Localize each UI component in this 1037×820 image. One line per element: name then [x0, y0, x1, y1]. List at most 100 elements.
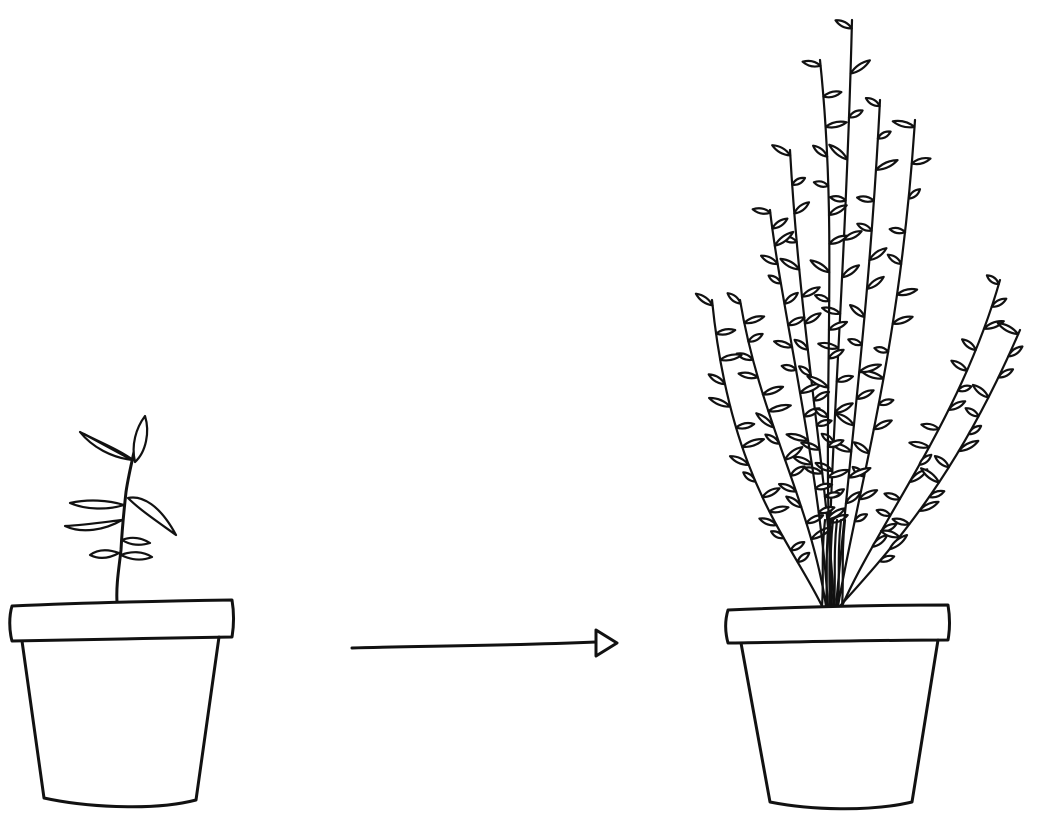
bush-leaf: [792, 178, 805, 185]
mature-pot: [726, 605, 950, 809]
bush-leaf: [736, 423, 754, 429]
arrow-shaft: [352, 642, 596, 648]
bush-leaf: [857, 224, 871, 231]
mature-bush-plant: [696, 20, 1023, 606]
bush-leaf: [859, 365, 881, 372]
bush-leaf: [822, 307, 840, 313]
bush-leaf: [909, 442, 929, 448]
bush-leaf: [890, 228, 905, 233]
seedling-leaf: [128, 497, 176, 535]
mature-pot-rim: [726, 605, 950, 643]
bush-leaf: [835, 403, 853, 412]
bush-leaf: [854, 442, 869, 453]
bush-leaf: [748, 334, 762, 342]
seedling-leaf-vein: [84, 434, 130, 459]
bush-leaf: [791, 467, 805, 476]
bush-leaf: [742, 439, 764, 447]
bush-leaf: [836, 413, 854, 425]
bush-leaf: [842, 265, 859, 277]
seedling-leaf: [70, 501, 124, 509]
bush-leaf: [897, 289, 917, 295]
seedling-leaf: [65, 520, 122, 530]
bush-leaf: [787, 434, 809, 441]
bush-leaf: [851, 60, 870, 73]
seedling-pot-body: [22, 637, 219, 807]
bush-leaf: [772, 219, 787, 229]
bush-leaf: [791, 542, 805, 550]
bush-leaf: [784, 293, 797, 304]
seedling-leaf: [134, 416, 148, 462]
bush-leaf: [837, 376, 853, 382]
bush-leaf: [829, 350, 844, 359]
bush-leaf: [814, 181, 828, 187]
bush-leaf: [951, 361, 967, 371]
bush-leaf: [878, 131, 891, 138]
seedling-pot-rim: [10, 600, 234, 641]
bush-leaf: [998, 323, 1018, 334]
bush-leaf: [805, 313, 821, 323]
bush-leaf: [696, 294, 713, 306]
bush-leaf: [774, 341, 792, 347]
bush-leaf: [813, 146, 827, 157]
bush-leaf: [830, 196, 846, 201]
seedling-leaf: [122, 538, 150, 545]
bush-leaf: [762, 488, 779, 497]
bush-leaf: [772, 145, 790, 155]
bush-leaf: [987, 275, 999, 284]
bush-leaf: [850, 305, 864, 317]
bush-leaf: [874, 420, 892, 429]
bush-leaf: [877, 510, 891, 516]
bush-leaf: [763, 387, 783, 395]
bush-leaf: [919, 455, 931, 465]
bush-leaf: [876, 160, 898, 170]
bush-leaf: [935, 456, 949, 467]
bush-leaf: [829, 145, 847, 160]
bush-leaf: [867, 277, 884, 289]
bush-leaf: [885, 493, 900, 499]
bush-leaf: [770, 507, 789, 513]
bush-leaf: [744, 316, 764, 323]
bush-leaf: [893, 317, 913, 324]
bush-leaf: [815, 409, 828, 417]
seedling-leaf: [90, 550, 119, 558]
bush-leaf: [793, 457, 812, 465]
bush-leaf: [966, 408, 979, 416]
bush-leaf: [912, 158, 931, 164]
bush-leaf: [880, 556, 895, 562]
bush-leaf: [857, 390, 874, 399]
bush-leaf: [817, 420, 832, 426]
bush-leaf: [728, 293, 741, 303]
bush-leaf: [969, 426, 981, 434]
bush-leaf: [720, 354, 741, 360]
bush-leaf: [771, 531, 784, 538]
bush-leaf: [973, 385, 989, 398]
bush-leaf: [811, 260, 830, 272]
bush-leaf: [794, 202, 809, 213]
bush-leaf: [798, 553, 810, 562]
growth-arrow: [352, 630, 617, 656]
bush-leaf: [849, 110, 863, 117]
bush-leaf: [768, 405, 791, 412]
bush-leaf: [781, 259, 800, 270]
bush-leaf: [753, 208, 771, 213]
bush-leaf: [857, 196, 874, 201]
seedling-pot: [10, 600, 234, 807]
bush-leaf: [829, 322, 847, 330]
bush-leaf: [826, 122, 847, 128]
bush-leaf: [743, 472, 755, 481]
bush-leaf: [869, 248, 886, 260]
bush-leaf: [739, 373, 758, 379]
bush-leaf: [879, 399, 894, 405]
bush-leaf: [823, 91, 841, 97]
mature-pot-body: [741, 640, 938, 809]
bush-leaf: [716, 329, 735, 335]
bush-leaf: [888, 255, 901, 264]
bush-leaf: [761, 256, 778, 264]
bush-leaf: [874, 347, 888, 353]
bush-leaf: [814, 392, 829, 401]
seedling-leaf: [121, 552, 152, 559]
bush-leaf: [836, 20, 852, 28]
bush-leaf: [709, 398, 730, 407]
